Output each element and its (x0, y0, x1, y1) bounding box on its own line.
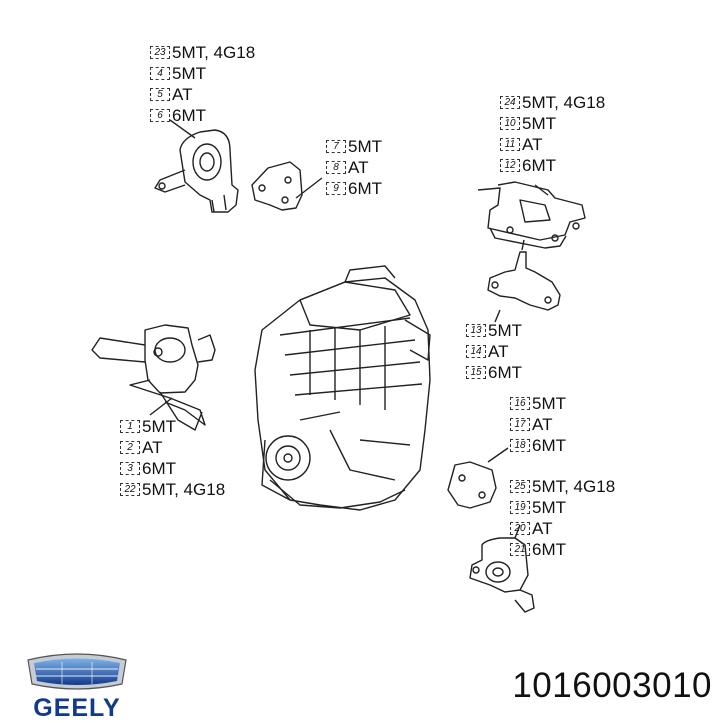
item-number: 18 (510, 439, 530, 452)
item-variant: 6MT (142, 459, 176, 478)
brand-logo: GEELY (22, 650, 132, 722)
item-number: 15 (466, 366, 486, 379)
item-variant: AT (172, 85, 193, 104)
item-number: 9 (326, 182, 346, 195)
bracket-drawing-middle-right (447, 447, 509, 509)
item-variant: 5MT (522, 114, 556, 133)
item-variant: 6MT (522, 156, 556, 175)
item-number: 23 (150, 46, 170, 59)
item-number: 4 (150, 67, 170, 80)
item-number: 5 (150, 88, 170, 101)
geely-logo-icon (27, 653, 127, 690)
item-number: 11 (500, 138, 520, 151)
item-variant: AT (532, 415, 553, 434)
item-variant: 5MT, 4G18 (142, 480, 226, 499)
item-number: 19 (510, 501, 530, 514)
item-number: 24 (500, 96, 520, 109)
mount-drawing-bottom-right (469, 524, 535, 613)
item-variant: AT (532, 519, 553, 538)
item-number: 12 (500, 159, 520, 172)
item-number: 10 (500, 117, 520, 130)
item-number: 3 (120, 462, 140, 475)
item-variant: AT (522, 135, 543, 154)
item-number: 14 (466, 345, 486, 358)
item-variant: 5MT, 4G18 (532, 477, 616, 496)
item-variant: 5MT (172, 64, 206, 83)
engine-mount-diagram (91, 119, 586, 613)
item-variant: 5MT (348, 137, 382, 156)
brand-name: GEELY (33, 694, 121, 722)
item-variant: 6MT (348, 179, 382, 198)
item-variant: 6MT (488, 363, 522, 382)
item-number: 16 (510, 397, 530, 410)
item-number: 13 (466, 324, 486, 337)
item-variant: 6MT (532, 436, 566, 455)
item-number: 22 (120, 483, 140, 496)
item-variant: 6MT (532, 540, 566, 559)
item-number: 1 (120, 420, 140, 433)
item-variant: 5MT (142, 417, 176, 436)
item-number: 21 (510, 543, 530, 556)
item-variant: 5MT (532, 498, 566, 517)
item-number: 7 (326, 140, 346, 153)
item-variant: AT (142, 438, 163, 457)
item-variant: 5MT (532, 394, 566, 413)
mount-drawing-top-right (477, 181, 586, 249)
mount-drawing-left (91, 324, 216, 431)
engine-drawing (254, 265, 431, 511)
item-number: 2 (120, 441, 140, 454)
item-variant: 5MT, 4G18 (522, 93, 606, 112)
item-number: 6 (150, 109, 170, 122)
item-variant: AT (348, 158, 369, 177)
bracket-drawing-top (251, 161, 323, 211)
item-variant: AT (488, 342, 509, 361)
bracket-drawing-right (487, 239, 561, 323)
mount-drawing-top-left (154, 119, 239, 213)
part-number: 1016003010 (512, 666, 712, 705)
item-number: 20 (510, 522, 530, 535)
item-variant: 6MT (172, 106, 206, 125)
item-number: 8 (326, 161, 346, 174)
item-variant: 5MT (488, 321, 522, 340)
item-variant: 5MT, 4G18 (172, 43, 256, 62)
item-number: 17 (510, 418, 530, 431)
item-number: 25 (510, 480, 530, 493)
